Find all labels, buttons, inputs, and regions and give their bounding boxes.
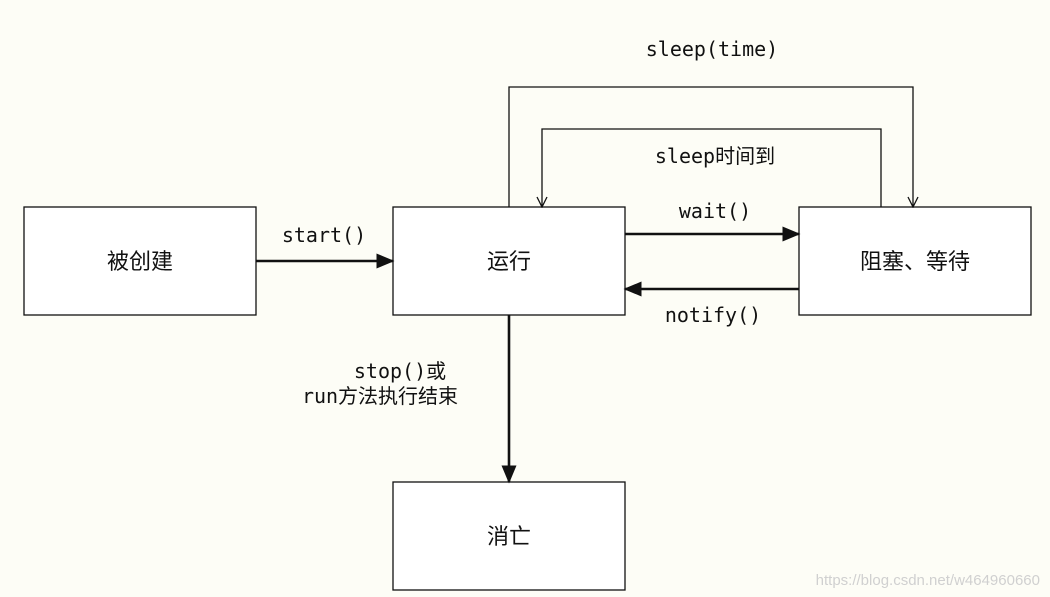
node-created-label: 被创建 xyxy=(107,250,173,275)
node-dead-label: 消亡 xyxy=(487,525,531,550)
node-running-label: 运行 xyxy=(487,250,531,275)
node-blocked-label: 阻塞、等待 xyxy=(860,250,970,275)
edge-start-label: start() xyxy=(282,223,366,247)
edge-sleep-done-label: sleep时间到 xyxy=(655,144,775,168)
node-dead: 消亡 xyxy=(392,481,626,591)
node-created-box xyxy=(23,206,257,316)
edge-stop-label-line1: stop()或 xyxy=(354,359,446,383)
edge-notify-label: notify() xyxy=(665,303,761,327)
node-running-box xyxy=(392,206,626,316)
node-blocked: 阻塞、等待 xyxy=(798,206,1032,316)
edge-stop-label-line2: run方法执行结束 xyxy=(302,384,458,408)
edge-wait-label: wait() xyxy=(679,199,751,223)
edge-sleep-time-arrow xyxy=(508,86,913,207)
edge-sleep-time-label: sleep(time) xyxy=(646,37,778,61)
watermark-text: https://blog.csdn.net/w464960660 xyxy=(816,572,1040,589)
node-dead-box xyxy=(392,481,626,591)
node-running: 运行 xyxy=(392,206,626,316)
node-created: 被创建 xyxy=(23,206,257,316)
edge-sleep-done-arrow xyxy=(542,128,882,207)
